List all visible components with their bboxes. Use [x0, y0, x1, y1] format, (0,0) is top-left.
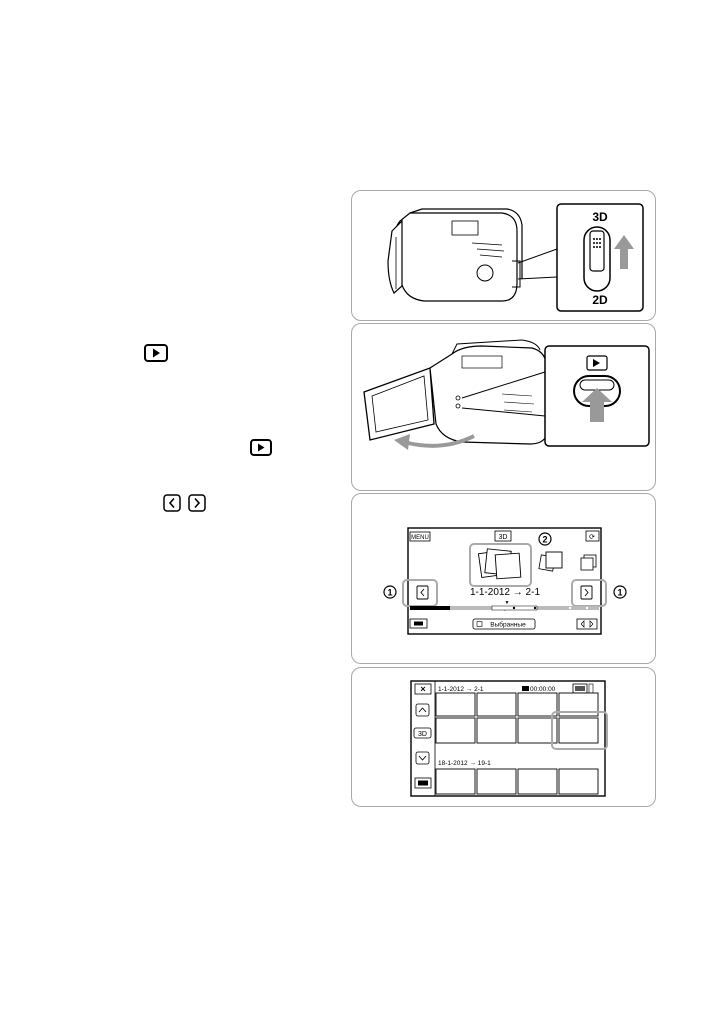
callout-1-right: 1 [617, 588, 622, 598]
event-thumbnail[interactable] [580, 557, 594, 571]
thumbnail[interactable] [517, 768, 558, 795]
thumbnail[interactable] [435, 692, 476, 717]
3d-mode-label: 3D [499, 534, 508, 541]
mode-toggle-button[interactable] [585, 530, 600, 542]
thumbnail[interactable] [517, 717, 558, 744]
selection-highlight [551, 711, 608, 750]
close-button[interactable] [414, 683, 432, 695]
group2-date: 18-1-2012 → 19-1 [438, 760, 491, 767]
playback-icon [250, 439, 272, 456]
favorites-button[interactable] [472, 618, 536, 630]
switch-knob[interactable] [589, 230, 605, 272]
close-label: × [420, 684, 425, 694]
press-arrow-icon [590, 400, 604, 422]
scroll-down-button[interactable] [415, 751, 430, 765]
film-icon [522, 686, 529, 691]
next-button[interactable] [580, 585, 593, 600]
event-highlight [469, 543, 532, 587]
camcorder-lcd-drawing [363, 339, 650, 450]
timecode: 00:00:00 [530, 686, 556, 693]
thumbnail[interactable] [476, 717, 517, 744]
switch-bottom-label: 2D [592, 293, 608, 307]
star-icon [476, 621, 483, 627]
prev-button[interactable] [416, 585, 429, 600]
illustration-3d-2d-switch: 3D 2D [351, 190, 656, 321]
prev-arrow-icon [163, 494, 181, 512]
mode-toggle-icon: ⟳ [589, 534, 595, 541]
camcorder-side-drawing: 3D 2D [387, 203, 644, 312]
3d-mode-button[interactable] [494, 530, 512, 542]
index-screen: × 3D 1-1-2012 → 2-1 00:00:00 18-1-2012 →… [410, 680, 608, 797]
illustration-event-view: MENU 3D ⟳ 2 1-1-2012 → 2-1 ▼ Σρ12 1 1 [351, 493, 656, 664]
next-arrow-icon [188, 494, 206, 512]
date-range: 1-1-2012 → 2-1 [470, 587, 540, 598]
position-marker-icon: ▼ [505, 600, 510, 606]
scroll-indicator [588, 683, 594, 694]
arrow-up-icon [620, 247, 628, 269]
view-switch-button[interactable] [576, 618, 598, 630]
event-view-screen: MENU 3D ⟳ 2 1-1-2012 → 2-1 ▼ Σρ12 1 1 [383, 527, 627, 635]
switch-grip-dots [593, 238, 601, 248]
3d-mode-button[interactable] [413, 727, 432, 739]
thumbnail[interactable] [558, 692, 599, 717]
thumbnail[interactable] [558, 768, 599, 795]
illustration-index-screen: × 3D 1-1-2012 → 2-1 00:00:00 18-1-2012 →… [351, 667, 656, 807]
scroll-up-button[interactable] [415, 703, 430, 717]
thumbnail[interactable] [435, 768, 476, 795]
menu-label: MENU [411, 535, 429, 541]
thumbnail[interactable] [476, 692, 517, 717]
callout-1-left: 1 [387, 588, 392, 598]
thumbnail[interactable] [435, 717, 476, 744]
menu-button[interactable] [409, 531, 431, 542]
thumbnail[interactable] [476, 768, 517, 795]
rotate-arrow-icon [394, 434, 410, 450]
switch-top-label: 3D [592, 210, 608, 224]
group1-date: 1-1-2012 → 2-1 [438, 686, 484, 693]
playback-icon [144, 344, 168, 362]
thumbnail-selected[interactable] [558, 717, 599, 744]
callout-2: 2 [542, 535, 547, 545]
illustration-playback-button [351, 323, 656, 491]
favorites-label: Выбранные [490, 621, 526, 629]
3d-mode-label: 3D [418, 731, 427, 738]
thumbnail[interactable] [517, 692, 558, 717]
